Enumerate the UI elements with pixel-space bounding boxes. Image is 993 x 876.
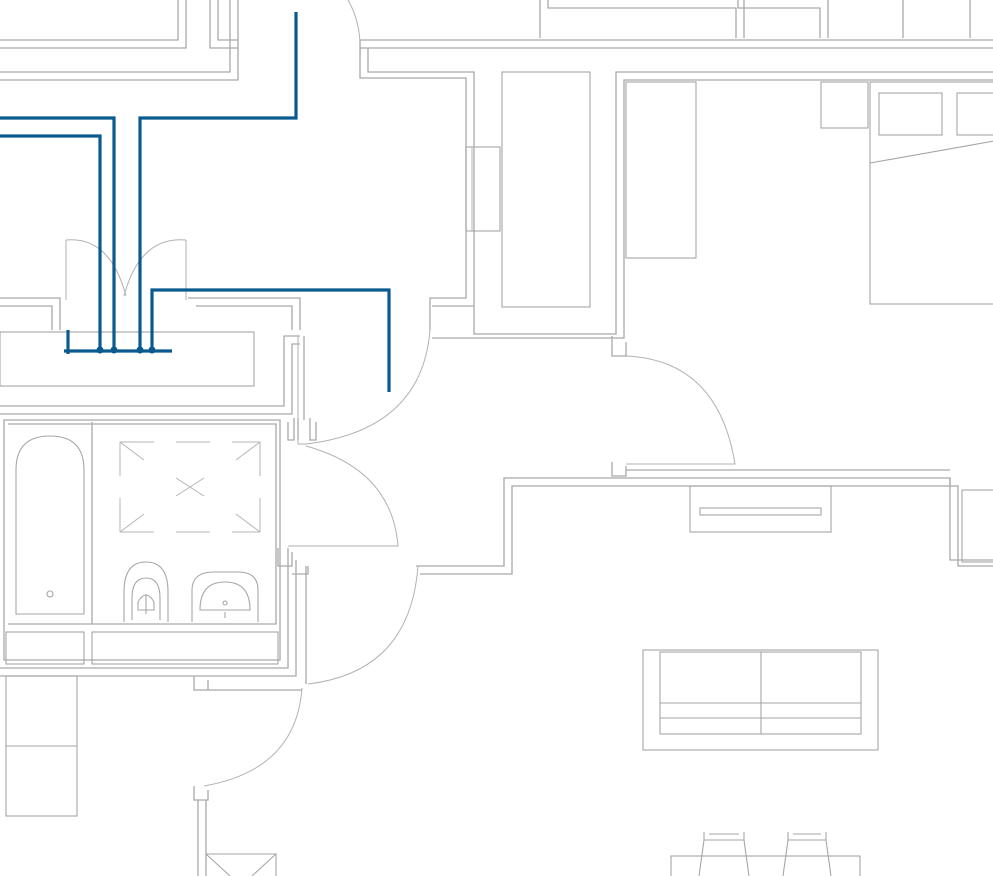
- pipe-run-4: [150, 288, 391, 392]
- corridor-top-door-swing: [347, 0, 361, 59]
- bedroom-wardrobe: [625, 81, 697, 259]
- bedroom-walls: [432, 71, 993, 357]
- washbasin: [191, 571, 259, 622]
- pipe-run-3: [0, 134, 102, 350]
- sofa: [642, 649, 879, 751]
- lower-left-cabinet: [5, 675, 78, 817]
- shower-tray: [119, 441, 261, 533]
- pipe-run-2: [0, 116, 116, 350]
- utility-niche: [961, 489, 993, 563]
- pipe-run-1: [138, 12, 298, 350]
- pipe-valve-3: [136, 346, 144, 354]
- pipe-valve-1: [96, 346, 104, 354]
- corridor-door-swing: [297, 329, 431, 445]
- water-piping: [0, 12, 391, 392]
- bedroom-nightstand: [820, 81, 869, 129]
- pipe-valve-4: [148, 346, 156, 354]
- left-door-swing-a: [65, 239, 127, 300]
- living-door-swing: [307, 565, 419, 685]
- bedroom-door-swing: [625, 355, 736, 465]
- hall-window-sill: [465, 146, 501, 232]
- bathroom-walls: [0, 419, 297, 677]
- upper-left-wall: [0, 0, 239, 81]
- upper-right-wall: [359, 0, 993, 330]
- hall-wardrobe: [501, 71, 591, 308]
- tv-cabinet: [689, 485, 832, 533]
- lower-stair: [205, 853, 277, 876]
- bathroom-cabinet: [5, 631, 279, 665]
- pipe-valve-2: [110, 346, 118, 354]
- corridor-walls: [0, 297, 301, 415]
- toilet: [123, 561, 169, 622]
- dining-chairs: [670, 832, 861, 876]
- kitchen-counter: [0, 331, 255, 387]
- bathroom-door-swing: [288, 445, 399, 547]
- lower-corridor-door-swing: [203, 687, 303, 787]
- bed: [869, 81, 993, 305]
- bathtub: [15, 435, 85, 615]
